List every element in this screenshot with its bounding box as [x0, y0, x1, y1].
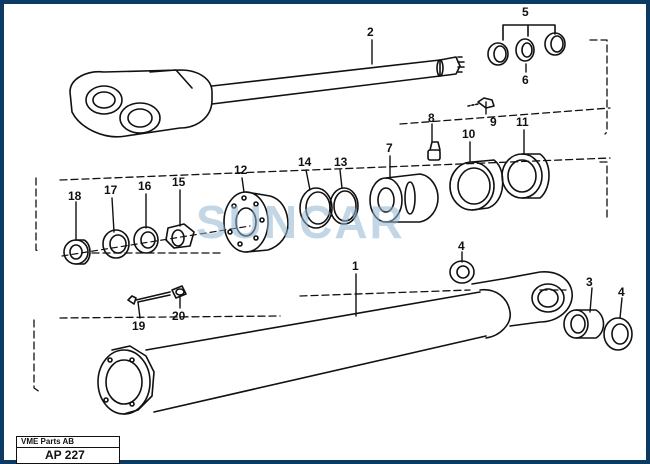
- callout-1: 1: [352, 259, 359, 273]
- callout-3: 3: [586, 275, 593, 289]
- leader-lines: [75, 39, 623, 319]
- callout-4-top: 4: [458, 239, 465, 253]
- callout-16: 16: [138, 179, 152, 193]
- callout-8: 8: [428, 111, 435, 125]
- callout-4-right: 4: [618, 285, 625, 299]
- callout-17: 17: [104, 183, 118, 197]
- callout-2: 2: [367, 25, 374, 39]
- assembly-guide-lines: [33, 39, 611, 393]
- head-seal-set: [61, 223, 251, 265]
- callout-15: 15: [172, 175, 186, 189]
- o-rings: [299, 187, 359, 229]
- bleed-fittings: [427, 97, 495, 161]
- title-block: VME Parts AB AP 227: [16, 436, 120, 464]
- tube-bushing: [449, 260, 475, 284]
- bearing-and-seal: [563, 309, 633, 351]
- callout-12: 12: [234, 163, 248, 177]
- callout-13: 13: [334, 155, 348, 169]
- rod-seal-set: [487, 24, 566, 66]
- title-block-code: AP 227: [45, 448, 85, 462]
- callout-10: 10: [462, 127, 476, 141]
- piston-rod: [69, 56, 465, 138]
- callout-labels: 2 5 6 8 9 10 11 7 13 14 12 15 16 17 18 1…: [68, 5, 625, 333]
- bolt-and-washer: [127, 285, 187, 305]
- piston: [369, 173, 439, 223]
- guide-rings: [449, 153, 550, 211]
- callout-14: 14: [298, 155, 312, 169]
- callout-19: 19: [132, 319, 146, 333]
- callout-7: 7: [386, 141, 393, 155]
- watermark: SUNCAR: [196, 196, 405, 248]
- callout-6: 6: [522, 73, 529, 87]
- exploded-parts-diagram: SUNCAR 2 5 6 8 9 10 11 7 13 14 12 15 16 …: [33, 5, 633, 415]
- callout-18: 18: [68, 189, 82, 203]
- cylinder-tube: [97, 271, 573, 415]
- callout-11: 11: [516, 115, 529, 129]
- callout-20: 20: [172, 309, 186, 323]
- callout-5: 5: [522, 5, 529, 19]
- cylinder-head: [223, 191, 289, 253]
- title-block-company: VME Parts AB: [17, 437, 119, 448]
- callout-9: 9: [490, 115, 497, 129]
